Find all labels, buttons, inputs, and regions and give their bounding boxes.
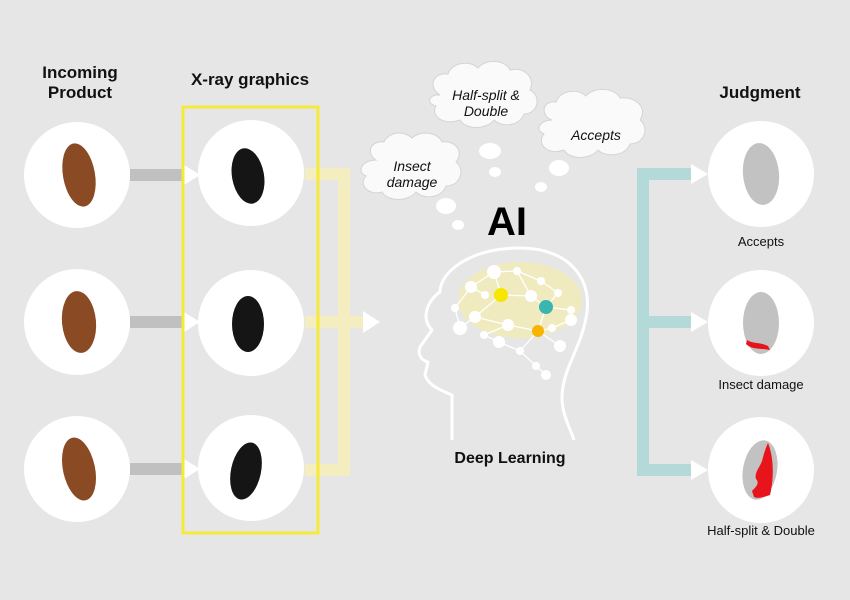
judgment-label-insect-damage: Insect damage	[718, 377, 804, 392]
deep-learning-label: Deep Learning	[454, 450, 566, 467]
incoming-product-2	[24, 269, 130, 375]
input-connector-3	[130, 463, 185, 475]
cloud-text-half-split: Half-split & Double	[436, 87, 536, 119]
cloud-insect-damage	[360, 132, 462, 200]
xray-kernel-icon	[231, 148, 265, 204]
cloud-text-accepts: Accepts	[571, 127, 621, 143]
ai-heading: AI	[487, 200, 527, 244]
half-split-mark	[752, 443, 773, 498]
input-arrow-1	[184, 165, 200, 185]
judgment-arrow-1	[691, 164, 708, 184]
incoming-product-heading: Incoming Product	[20, 63, 140, 103]
input-connector-1	[130, 169, 185, 181]
judgment-arrow-3	[691, 460, 708, 480]
node-yellow	[494, 288, 508, 302]
neural-network-nodes	[451, 265, 577, 380]
cloud-text-insect-damage: Insect damage	[362, 158, 462, 190]
brain-glow	[458, 262, 582, 338]
almond-icon	[61, 291, 97, 353]
xray-kernel-icon	[230, 442, 262, 500]
cloud-half-split-line1: Half-split &	[452, 87, 520, 103]
judgment-insect-damage	[708, 270, 814, 376]
head-outline-icon	[417, 246, 589, 441]
incoming-heading-line1: Incoming	[42, 63, 118, 82]
cloud-half-split	[429, 61, 538, 128]
judged-kernel-icon	[743, 292, 779, 354]
judgment-half-split	[708, 417, 814, 523]
judgment-heading: Judgment	[719, 83, 801, 102]
judged-kernel-icon	[742, 143, 780, 205]
input-arrow-2	[184, 312, 200, 332]
insect-damage-mark	[746, 340, 770, 350]
xray-graphics-heading: X-ray graphics	[190, 70, 310, 89]
judgment-accepts	[708, 121, 814, 227]
cloud-insect-line1: Insect	[393, 158, 431, 174]
judgment-arrow-2	[691, 312, 708, 332]
input-arrow-3	[184, 459, 200, 479]
incoming-product-1	[24, 122, 130, 228]
xray-frame	[181, 105, 320, 535]
xray-image-1	[198, 120, 304, 226]
judgment-label-half-split: Half-split & Double	[707, 523, 815, 538]
judgment-label-accepts: Accepts	[737, 234, 785, 249]
cloud-insect-line2: damage	[386, 174, 438, 190]
xray-image-3	[198, 415, 304, 521]
cloud-half-split-line2: Double	[463, 103, 509, 119]
incoming-product-3	[24, 416, 130, 522]
xray-connector	[305, 168, 365, 476]
node-orange	[532, 325, 544, 337]
xray-to-ai-arrow	[363, 311, 380, 333]
cloud-accepts	[538, 89, 646, 158]
judgment-connector	[637, 168, 692, 476]
almond-icon	[62, 143, 96, 207]
input-connector-2	[130, 316, 185, 328]
incoming-heading-line2: Product	[47, 83, 113, 102]
node-teal	[539, 300, 553, 314]
thought-bubbles	[436, 143, 569, 230]
xray-kernel-icon	[232, 296, 264, 352]
almond-icon	[61, 437, 97, 501]
xray-image-2	[198, 270, 304, 376]
